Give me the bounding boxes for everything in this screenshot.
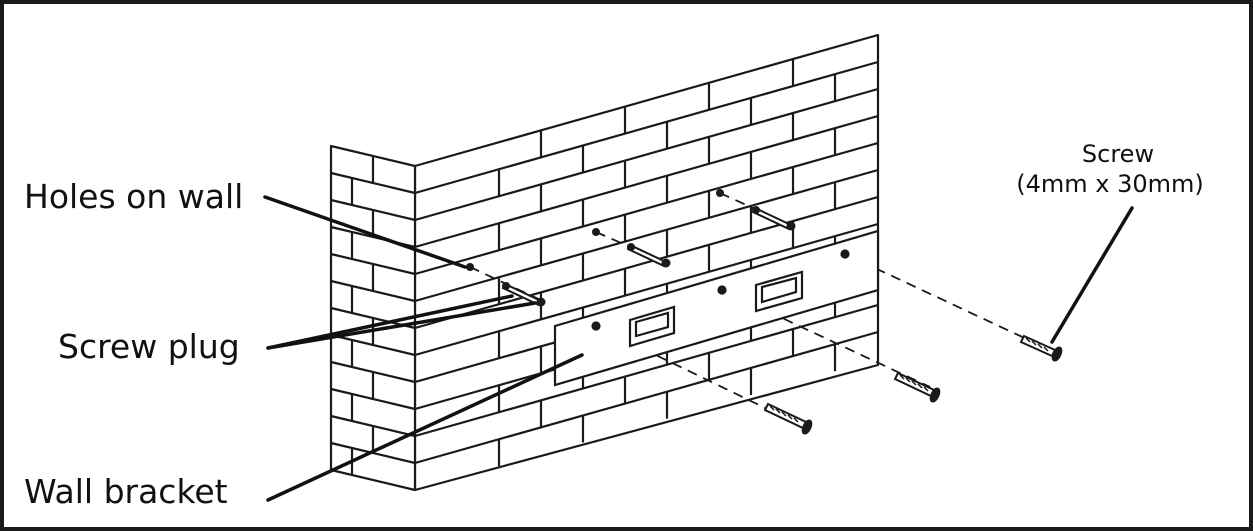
screw-plugs <box>501 206 796 307</box>
screw-2 <box>893 371 941 403</box>
screw-plug-3 <box>751 206 796 231</box>
wall-mortar-line <box>414 87 879 222</box>
brick-wall <box>329 33 880 492</box>
screw-1 <box>763 402 813 435</box>
wall-mortar-line <box>414 141 879 276</box>
wall-hole-2 <box>592 228 600 236</box>
wall-mortar-line <box>414 195 879 330</box>
leader-screw <box>1050 206 1134 344</box>
bracket-slot-right-inner <box>760 276 798 304</box>
wall-mortar-line <box>414 114 879 249</box>
bracket-plate <box>553 229 880 387</box>
screw-plug-2 <box>626 243 671 268</box>
label-screw-size: (4mm x 30mm) <box>1016 170 1204 198</box>
wall-hole-3 <box>716 189 724 197</box>
wall-mortar-line <box>414 330 879 465</box>
leader-bracket <box>266 353 584 502</box>
wall-mortar-line <box>414 168 879 303</box>
leader-lines <box>263 195 1134 502</box>
bracket-hole-3 <box>840 249 850 259</box>
bracket-slot-left-inner <box>634 311 670 338</box>
leader-plug-1 <box>266 294 514 350</box>
screw-plug-1 <box>501 282 546 307</box>
label-screw-plug: Screw plug <box>58 327 240 366</box>
leader-holes <box>263 195 467 269</box>
wall-holes <box>466 189 724 271</box>
wall-mortar-line <box>414 60 879 195</box>
screw-3 <box>1019 334 1063 362</box>
screw-path-5 <box>595 231 629 247</box>
label-screw: Screw <box>1082 140 1154 168</box>
label-wall-bracket: Wall bracket <box>24 472 228 511</box>
bracket-slot-left <box>628 305 676 348</box>
leader-plug-2 <box>266 301 537 350</box>
bracket-hole-1 <box>591 321 601 331</box>
bracket-hole-2 <box>717 285 727 295</box>
wall-hole-1 <box>466 263 474 271</box>
screws <box>763 334 1063 435</box>
wall-bracket <box>553 229 880 387</box>
label-holes-on-wall: Holes on wall <box>24 177 243 216</box>
wall-mortar-line <box>414 222 879 357</box>
